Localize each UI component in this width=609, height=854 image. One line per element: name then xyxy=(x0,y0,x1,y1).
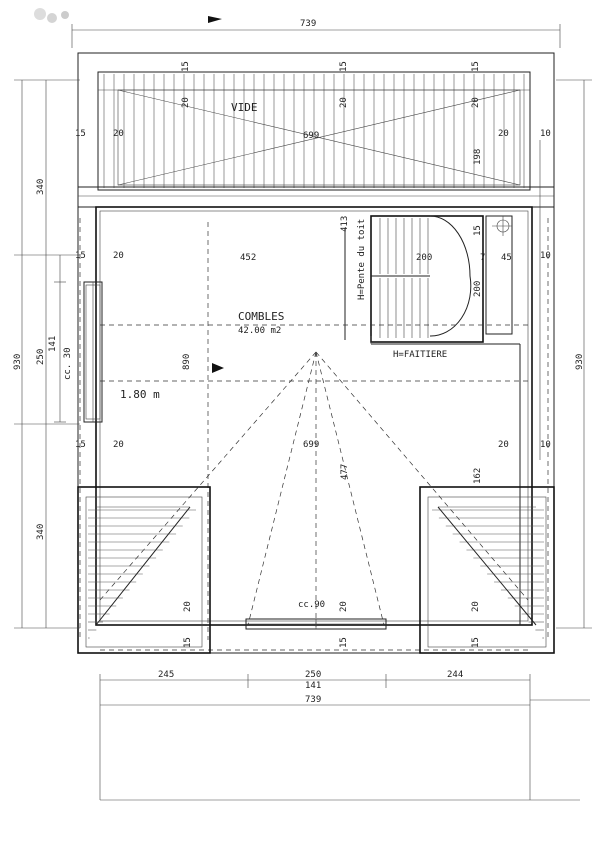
svg-text:20: 20 xyxy=(113,251,124,261)
svg-text:15: 15 xyxy=(471,61,481,72)
scan-noise xyxy=(34,8,69,23)
svg-text:20: 20 xyxy=(339,97,349,108)
dim-left-340-bottom: 340 xyxy=(36,524,46,540)
room-combles-label: COMBLES xyxy=(238,310,284,323)
dim-bottom-window: cc.90 xyxy=(298,600,325,610)
svg-text:20: 20 xyxy=(498,440,509,450)
svg-text:15: 15 xyxy=(183,637,193,648)
svg-text:10: 10 xyxy=(540,251,551,261)
dim-699-mid: 699 xyxy=(303,440,319,450)
left-window xyxy=(83,281,103,423)
dim-413: 413 xyxy=(340,216,350,232)
dim-left-340-top: 340 xyxy=(36,179,46,195)
svg-text:20: 20 xyxy=(471,601,481,612)
dim-198: 198 xyxy=(473,149,483,165)
room-combles-area: 42.00 m2 xyxy=(238,326,281,336)
attic-walls xyxy=(95,206,533,626)
top-dimension-line: 739 xyxy=(71,16,561,48)
dim-left-250: 250 xyxy=(36,349,46,365)
dim-bottom-141: 141 xyxy=(305,681,321,691)
dim-left-141: 141 xyxy=(48,336,58,352)
svg-text:15: 15 xyxy=(75,251,86,261)
svg-text:20: 20 xyxy=(339,601,349,612)
dim-stair-45: 45 xyxy=(501,253,512,263)
dim-bottom-244: 244 xyxy=(447,670,463,680)
dim-top-total: 739 xyxy=(300,19,316,29)
svg-text:10: 10 xyxy=(540,440,551,450)
svg-text:20: 20 xyxy=(113,440,124,450)
dim-stair-200-v: 200 xyxy=(473,281,483,297)
staircase xyxy=(370,215,513,343)
svg-text:20: 20 xyxy=(498,129,509,139)
svg-text:15: 15 xyxy=(471,637,481,648)
svg-text:15: 15 xyxy=(75,440,86,450)
svg-text:15: 15 xyxy=(339,61,349,72)
room-vide-label: VIDE xyxy=(231,101,258,114)
dim-699-top: 699 xyxy=(303,131,319,141)
dormer-right xyxy=(419,486,555,654)
roof-hatch-top xyxy=(97,71,531,191)
svg-text:20: 20 xyxy=(113,129,124,139)
dim-477: 477 xyxy=(340,464,350,480)
dim-162: 162 xyxy=(473,468,483,484)
dashed-construction-lines xyxy=(79,218,549,651)
pente-label: H=Pente du toit xyxy=(357,219,367,300)
dim-stair-15: 15 xyxy=(473,225,483,236)
svg-text:20: 20 xyxy=(183,601,193,612)
svg-text:20: 20 xyxy=(471,97,481,108)
svg-text:15: 15 xyxy=(75,129,86,139)
room-labels: VIDE COMBLES 42.00 m2 1.80 m xyxy=(120,101,284,401)
roof-outline xyxy=(77,52,555,654)
bottom-window xyxy=(245,618,387,630)
dim-stair-7: 7 xyxy=(480,253,485,263)
dim-left-930: 930 xyxy=(13,354,23,370)
dimension-texts: 699 699 452 890 413 477 198 162 200 200 … xyxy=(13,61,585,705)
dim-bottom-250: 250 xyxy=(305,670,321,680)
dim-890: 890 xyxy=(182,354,192,370)
svg-text:20: 20 xyxy=(181,97,191,108)
dim-452: 452 xyxy=(240,253,256,263)
dim-left-window: cc. 30 xyxy=(63,347,73,380)
roof-ridge-lines xyxy=(344,228,521,625)
svg-text:15: 15 xyxy=(339,637,349,648)
dim-bottom-739: 739 xyxy=(305,695,321,705)
roof-text: H=Pente du toit H=FAITIERE xyxy=(357,219,447,360)
faitiere-label: H=FAITIERE xyxy=(393,350,447,360)
dim-stair-200-h: 200 xyxy=(416,253,432,263)
right-dimension-lines xyxy=(539,79,592,629)
svg-text:15: 15 xyxy=(181,61,191,72)
bottom-dimension-lines xyxy=(99,674,590,801)
svg-text:10: 10 xyxy=(540,129,551,139)
dim-bottom-245: 245 xyxy=(158,670,174,680)
height-note: 1.80 m xyxy=(120,388,160,401)
left-dimension-lines xyxy=(14,79,80,629)
arrow-marker xyxy=(212,363,224,373)
dim-right-930: 930 xyxy=(575,354,585,370)
dormer-left xyxy=(77,486,211,654)
